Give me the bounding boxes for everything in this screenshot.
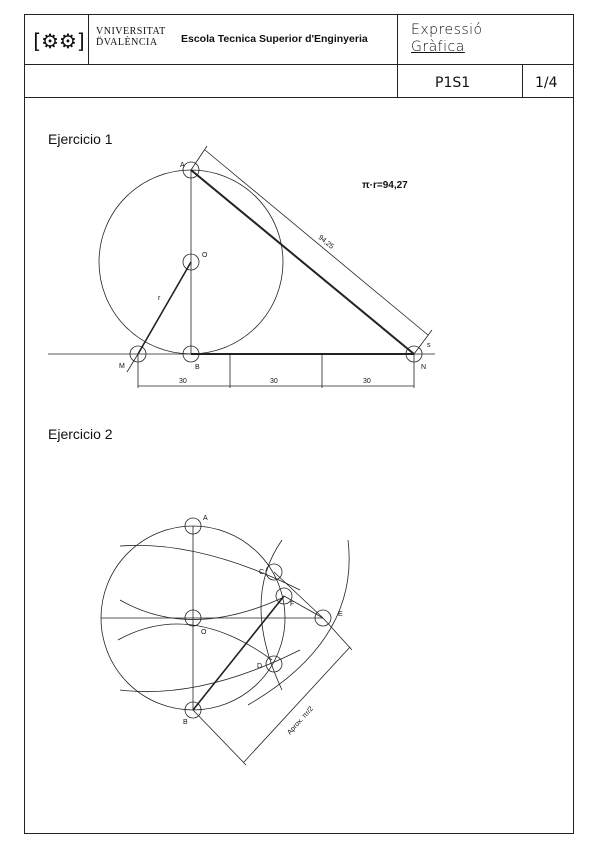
ex2-marker-e	[314, 609, 332, 627]
ex2-label-f: F	[290, 601, 294, 608]
ex1-label-s: s	[427, 342, 431, 349]
ex2-ext-line-e	[322, 617, 353, 651]
ex2-segment-ce	[273, 571, 324, 619]
ex2-marker-b	[184, 701, 202, 719]
ex1-dim-hyp: 94,25	[317, 234, 335, 251]
sheet-code: P1S1	[435, 75, 471, 91]
ex2-arc-upper	[119, 545, 301, 591]
ex2-dim-label: Aprox. πr/2	[286, 705, 315, 736]
subject-title: Expressió Gràfica	[411, 22, 483, 56]
ex1-dim-seg2: 30	[270, 378, 278, 385]
ex1-ext-line-n	[413, 329, 433, 355]
exercise2-title: Ejercicio 2	[48, 426, 113, 442]
subject-line1: Expressió	[411, 22, 483, 38]
ex2-arc-right-inner	[260, 539, 283, 691]
ex2-dim-line	[243, 646, 351, 763]
ex1-label-a: A	[180, 162, 185, 169]
ex2-marker-f	[275, 587, 293, 605]
ex2-arc-mid-upper	[119, 597, 283, 620]
ex2-segment-bf	[192, 595, 285, 711]
ex2-arc-mid-lower	[117, 623, 273, 661]
ex2-marker-d	[265, 655, 283, 673]
university-name-line2: D̈VALÈNCIA	[96, 37, 158, 48]
ex1-dim-seg3: 30	[363, 378, 371, 385]
ex1-radius-extension	[126, 353, 139, 373]
ex1-label-n: N	[421, 364, 426, 371]
ex2-ext-line-b	[192, 709, 247, 766]
ex1-dim-seg1: 30	[179, 378, 187, 385]
school-name: Escola Tecnica Superior d'Enginyeria	[181, 33, 368, 45]
ex2-label-c: C	[259, 569, 264, 576]
university-logo: [⚙⚙]	[33, 29, 85, 53]
exercise1-construction	[48, 145, 435, 388]
ex2-label-o: O	[201, 629, 207, 636]
exercise2-construction	[100, 517, 353, 766]
subject-line2: Gràfica	[411, 39, 465, 55]
page-number: 1/4	[535, 75, 558, 91]
ex2-arc-lower	[119, 649, 301, 693]
university-name: VNIVERSITAT D̈VALÈNCIA	[96, 26, 166, 48]
ex1-marker-o	[182, 253, 200, 271]
ex1-radius-r	[137, 261, 192, 355]
drawing-sheet	[24, 14, 574, 834]
ex1-marker-b	[182, 345, 200, 363]
header-divider-bottom	[24, 97, 574, 99]
ex1-dim-line-an	[204, 149, 429, 336]
university-name-line1: VNIVERSITAT	[96, 26, 166, 37]
ex1-label-b: B	[195, 364, 200, 371]
ex2-segment-fe	[283, 595, 324, 619]
ex1-formula: π·r=94,27	[362, 180, 408, 191]
ex2-marker-c	[265, 563, 283, 581]
header-divider-subject	[397, 14, 398, 98]
header-divider-middle	[24, 64, 574, 65]
header-divider-page	[522, 64, 523, 98]
ex2-label-d: D	[257, 663, 262, 670]
ex1-segment-an	[190, 169, 415, 355]
ex2-arc-right-outer	[247, 539, 350, 706]
ex2-label-a: A	[203, 515, 208, 522]
ex1-label-m: M	[119, 363, 125, 370]
ex2-label-b: B	[183, 719, 188, 726]
ex2-label-e: E	[338, 611, 343, 618]
ex1-ext-line-a	[190, 145, 208, 171]
header-divider-logo	[88, 14, 89, 64]
ex1-label-r: r	[158, 295, 161, 302]
exercise1-title: Ejercicio 1	[48, 131, 113, 147]
ex2-marker-a	[184, 517, 202, 535]
ex1-marker-a	[182, 161, 200, 179]
ex1-label-o: O	[202, 252, 208, 259]
ex2-marker-o	[184, 609, 202, 627]
